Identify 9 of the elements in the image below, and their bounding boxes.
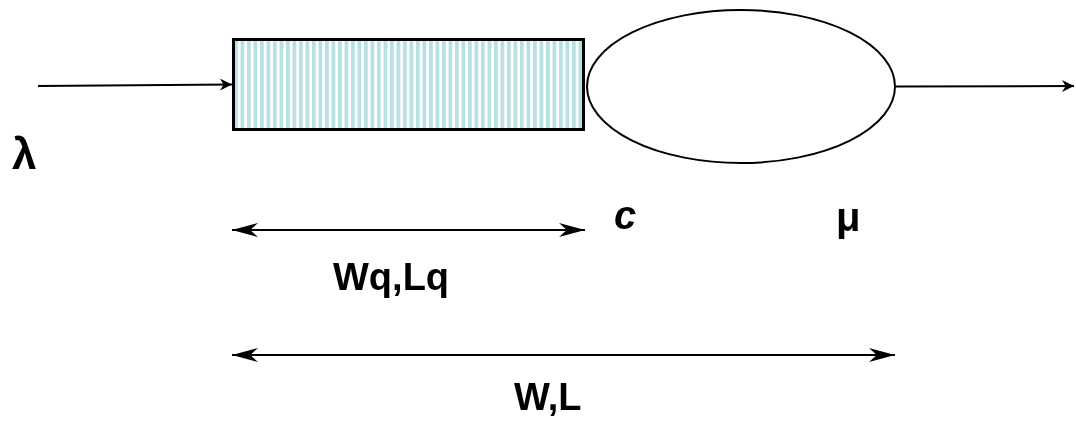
queue-measure-label: Wq,Lq bbox=[333, 258, 450, 296]
arrival-rate-symbol: λ bbox=[12, 132, 37, 176]
arrow bbox=[37, 78, 233, 91]
queue-box bbox=[232, 38, 585, 131]
arrow bbox=[895, 80, 1075, 93]
service-rate-symbol: μ bbox=[836, 197, 861, 237]
server-ellipse bbox=[586, 9, 896, 164]
server-count-label: c bbox=[614, 195, 637, 235]
system-measure-label: W,L bbox=[514, 378, 582, 416]
